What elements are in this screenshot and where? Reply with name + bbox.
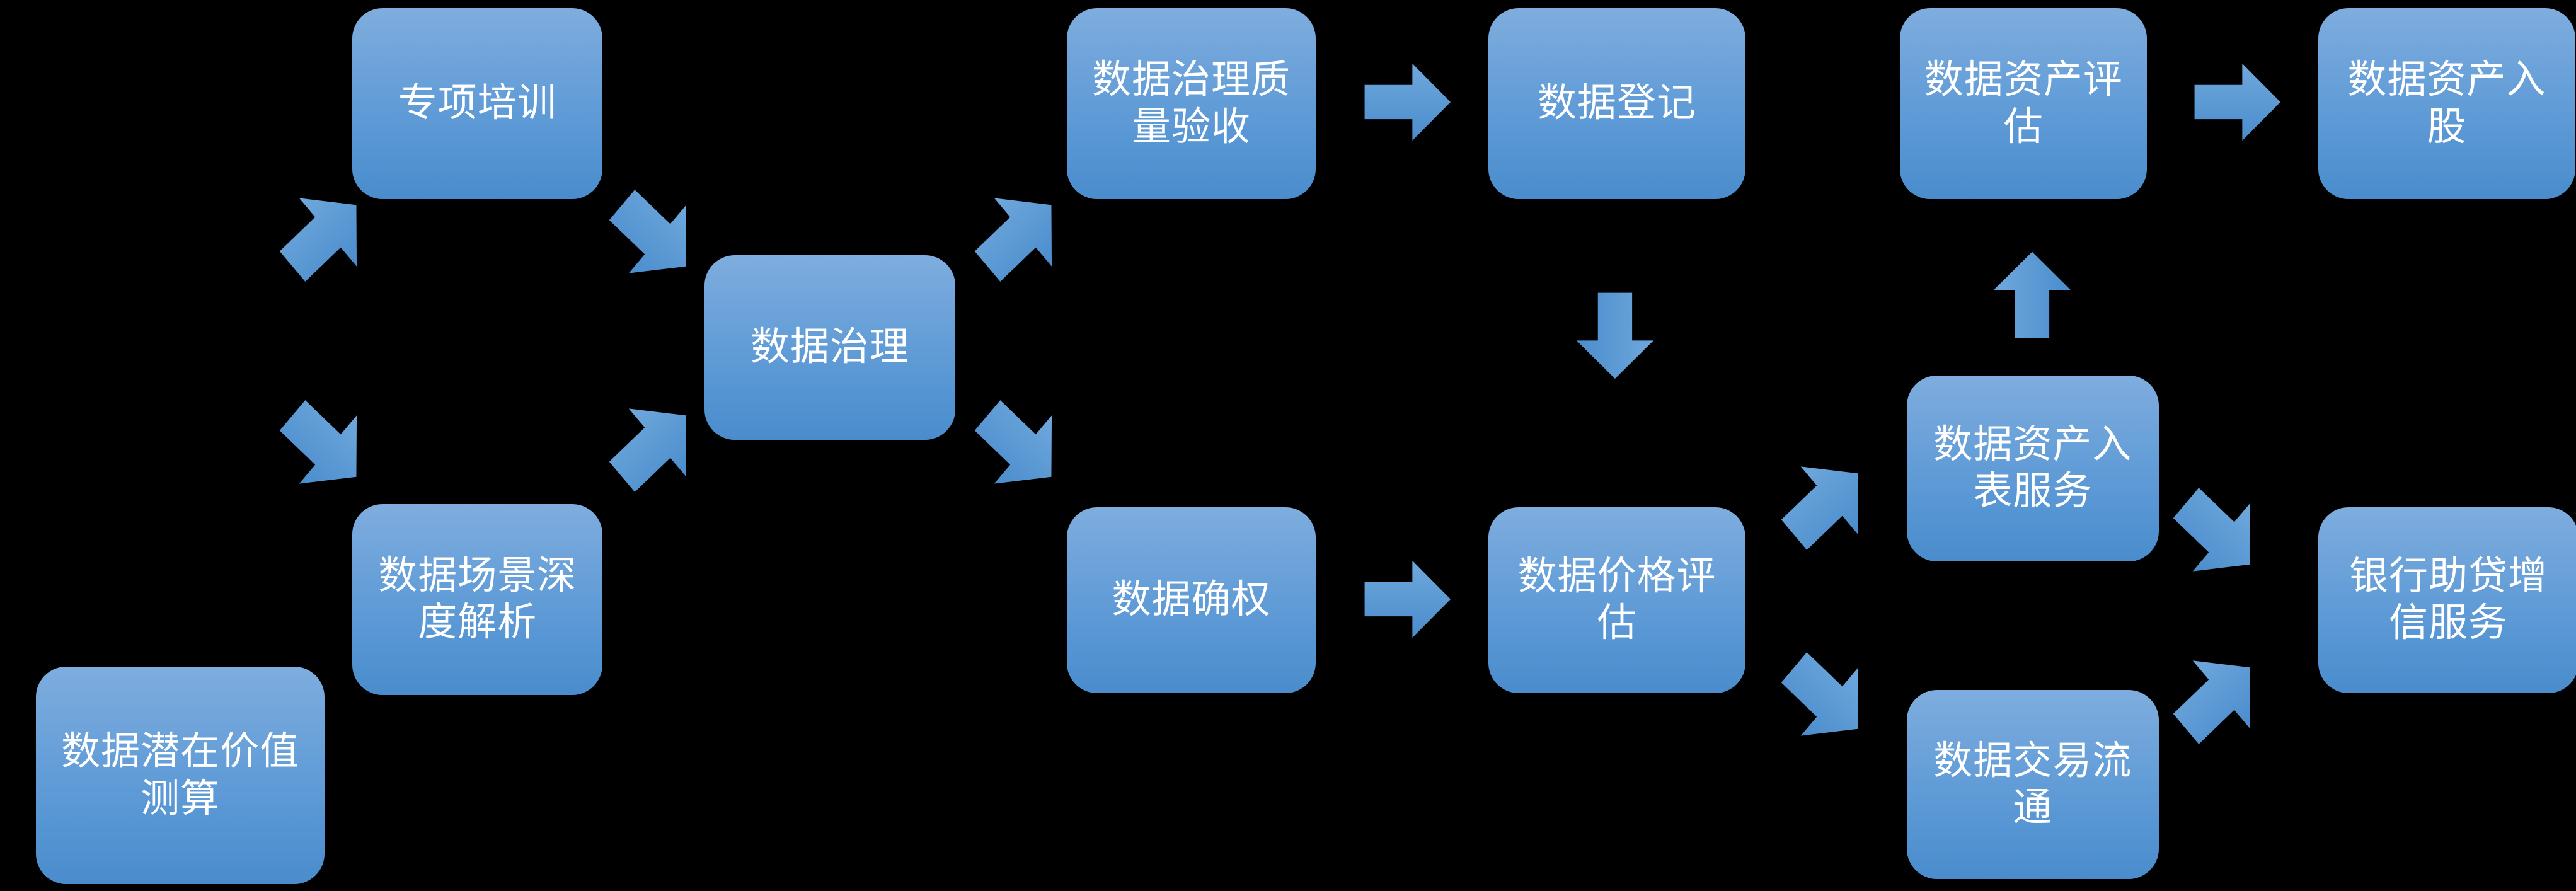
arrow-quality-to-registration-icon (1360, 59, 1456, 145)
flow-node-n5[interactable]: 数据治理质量验收 (1067, 8, 1316, 200)
flow-node-label: 数据资产评估 (1924, 58, 2123, 149)
flow-node-n8[interactable]: 数据价格评估 (1488, 507, 1745, 694)
flow-node-label: 数据确权 (1112, 578, 1271, 622)
flow-node-n2[interactable]: 专项培训 (352, 8, 603, 200)
flow-node-label: 数据交易流通 (1933, 739, 2132, 830)
flow-node-label: 数据价格评估 (1517, 555, 1716, 645)
flow-node-n3[interactable]: 数据场景深度解析 (352, 503, 603, 695)
flow-node-label: 数据资产入股 (2347, 58, 2546, 149)
flow-node-label: 专项培训 (398, 81, 557, 125)
flow-node-n7[interactable]: 数据确权 (1067, 507, 1316, 694)
flow-node-label: 数据治理质量验收 (1091, 58, 1291, 149)
flow-node-n13[interactable]: 银行助贷增信服务 (2318, 507, 2576, 694)
flow-node-label: 数据治理 (750, 325, 909, 369)
arrow-value-to-scene-icon (277, 395, 372, 497)
arrow-scene-to-governance-icon (606, 395, 702, 497)
flow-node-n4[interactable]: 数据治理 (704, 255, 955, 440)
flow-node-label: 数据潜在价值测算 (61, 730, 300, 820)
arrow-registration-to-pricing-icon (1572, 288, 1658, 384)
flow-node-label: 数据登记 (1537, 81, 1696, 125)
flow-node-n1[interactable]: 数据潜在价值测算 (36, 667, 325, 885)
arrow-governance-to-rights-icon (972, 395, 1067, 497)
arrow-value-to-training-icon (277, 185, 372, 287)
arrow-pricing-to-trading-icon (1778, 647, 1874, 749)
flow-node-label: 数据资产入表服务 (1933, 422, 2132, 514)
arrow-governance-to-quality-icon (972, 185, 1067, 287)
arrow-asset-valuation-to-equity-icon (2190, 59, 2286, 145)
arrow-table-service-to-asset-valuation-icon (1989, 247, 2075, 343)
flow-node-n11[interactable]: 数据资产入表服务 (1906, 375, 2159, 562)
flow-node-n10[interactable]: 数据资产入股 (2318, 8, 2575, 200)
arrow-table-service-to-bank-icon (2170, 483, 2266, 585)
flow-node-n9[interactable]: 数据资产评估 (1900, 8, 2148, 200)
arrow-trading-to-bank-icon (2170, 647, 2266, 749)
arrow-rights-to-pricing-icon (1360, 556, 1456, 642)
flow-node-n6[interactable]: 数据登记 (1488, 8, 1745, 200)
flow-node-label: 数据场景深度解析 (378, 553, 577, 645)
flow-node-n12[interactable]: 数据交易流通 (1906, 689, 2159, 880)
flow-node-label: 银行助贷增信服务 (2349, 555, 2548, 645)
arrow-pricing-to-table-service-icon (1778, 453, 1874, 555)
arrow-training-to-governance-icon (606, 185, 702, 287)
